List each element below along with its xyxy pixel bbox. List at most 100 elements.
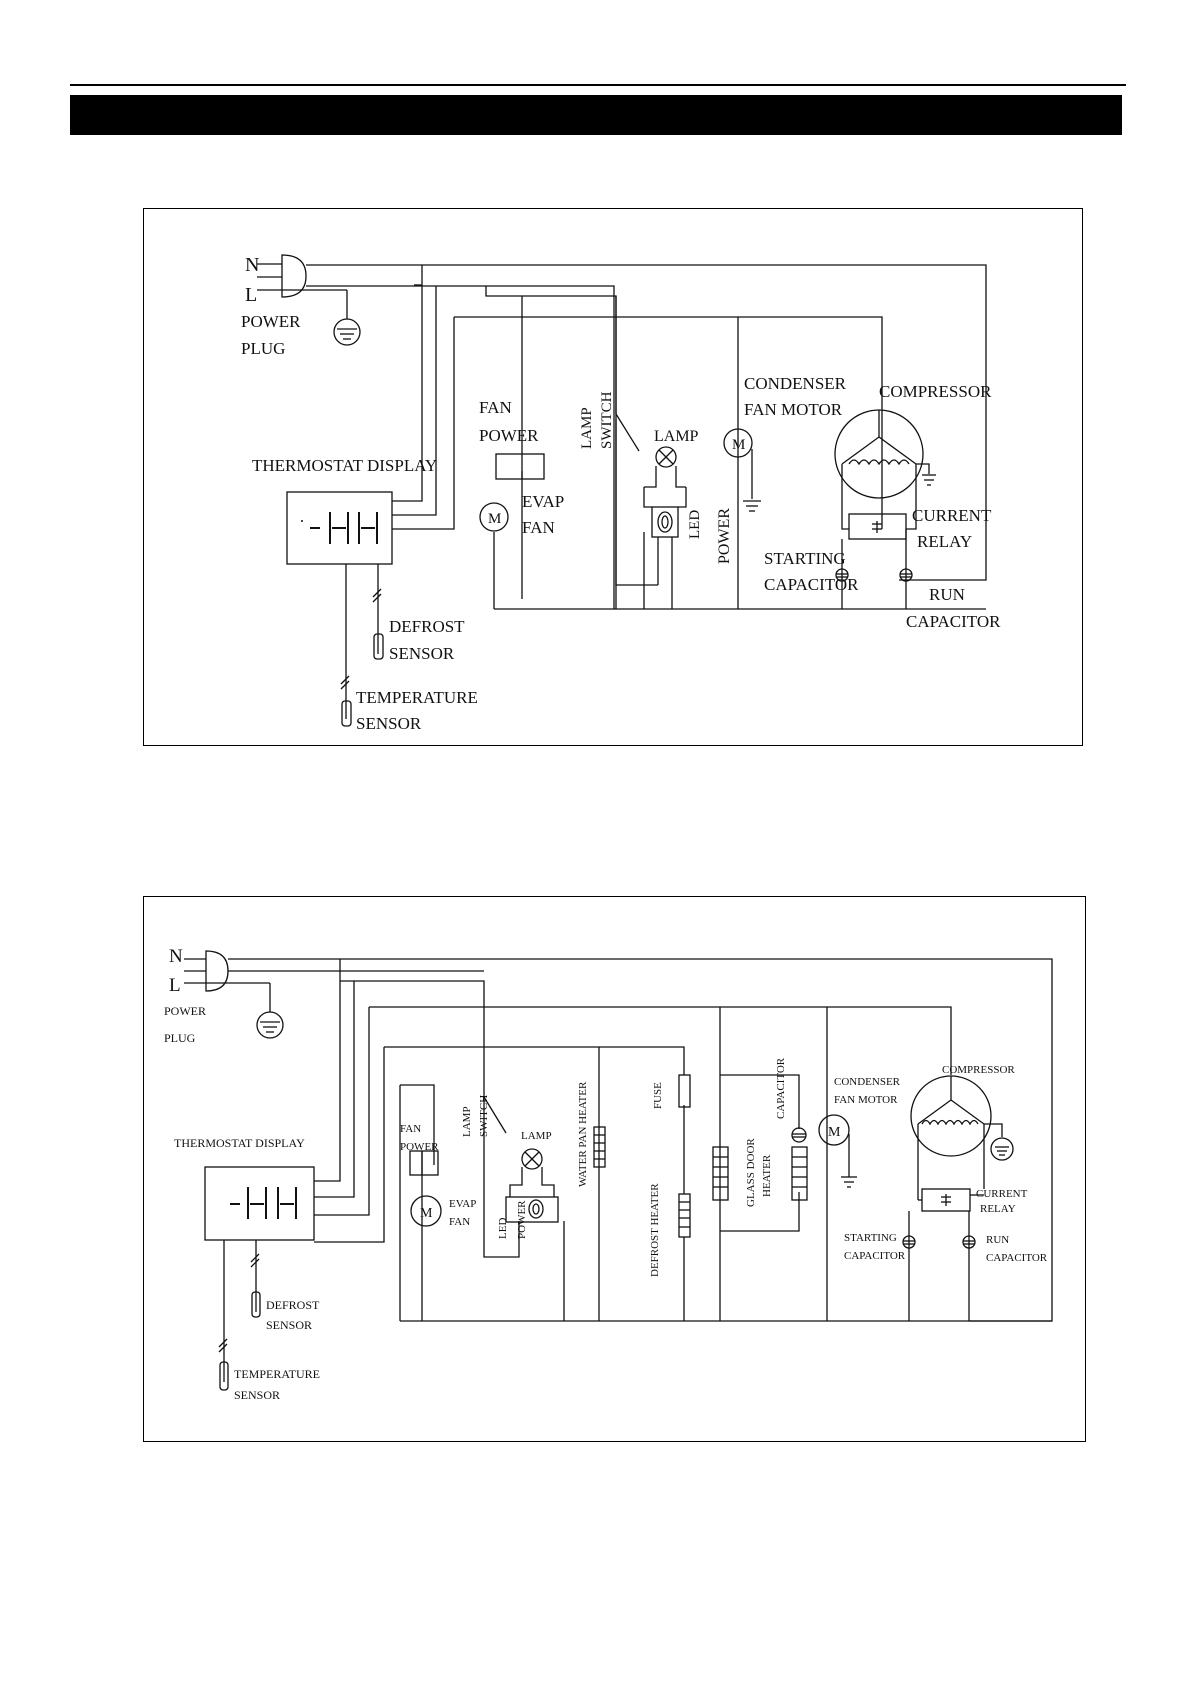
starting-capacitor-label-line1: STARTING	[844, 1232, 897, 1244]
wiring-diagram-1: N L POWER PLUG FAN POWER	[143, 208, 1083, 746]
power-plug-label-line2: PLUG	[241, 339, 285, 358]
current-relay-icon	[848, 513, 907, 540]
current-relay-label-line2: RELAY	[980, 1203, 1016, 1215]
ground-icon	[206, 982, 284, 1039]
condenser-fan-motor-label-line1: CONDENSER	[834, 1076, 901, 1088]
run-capacitor-icon	[962, 1211, 976, 1321]
wiring-diagram-1-canvas: N L POWER PLUG FAN POWER	[241, 254, 1001, 733]
led-power-label: POWER	[516, 1200, 528, 1239]
led-icon	[643, 487, 687, 609]
condenser-fan-motor-label-line2: FAN MOTOR	[744, 400, 843, 419]
temperature-sensor-label-line1: TEMPERATURE	[356, 688, 478, 707]
defrost-sensor-label-line1: DEFROST	[389, 617, 465, 636]
current-relay-label-line2: RELAY	[917, 532, 972, 551]
power-plug-icon	[257, 254, 307, 298]
defrost-sensor-icon	[372, 564, 384, 660]
main-wiring	[306, 264, 987, 610]
ground-icon	[282, 289, 361, 346]
starting-capacitor-label-line2: CAPACITOR	[764, 575, 859, 594]
defrost-sensor-label-line2: SENSOR	[266, 1318, 312, 1332]
main-wiring	[228, 958, 1053, 1322]
defrost-heater-icon	[678, 1193, 691, 1238]
compressor-label: COMPRESSOR	[942, 1064, 1015, 1076]
lamp-switch-label-line2: SWITCH	[478, 1095, 490, 1137]
plug-l-label: L	[169, 975, 181, 996]
fan-power-relay-icon	[495, 453, 545, 480]
led-label: LED	[497, 1218, 509, 1239]
lamp-switch-label-line1: LAMP	[461, 1106, 473, 1137]
condenser-fan-motor-icon	[818, 1114, 857, 1188]
evap-fan-motor-icon	[410, 1195, 442, 1227]
led-icon	[505, 1196, 559, 1223]
temperature-sensor-icon	[218, 1240, 229, 1391]
fan-power-label-line2: POWER	[400, 1141, 439, 1153]
fuse-label: FUSE	[652, 1082, 664, 1109]
glass-door-heater-icon	[712, 1074, 808, 1232]
evap-fan-label-line1: EVAP	[522, 492, 564, 511]
temperature-sensor-icon	[340, 564, 352, 727]
lamp-icon	[644, 446, 686, 488]
lamp-switch-label-line1: LAMP	[579, 407, 595, 449]
water-pan-heater-label: WATER PAN HEATER	[577, 1081, 589, 1187]
led-power-label: POWER	[716, 508, 733, 564]
temperature-sensor-label-line2: SENSOR	[356, 714, 422, 733]
defrost-sensor-label-line1: DEFROST	[266, 1298, 320, 1312]
condenser-fan-motor-label-line1: CONDENSER	[744, 374, 847, 393]
thermostat-display-icon	[204, 1166, 315, 1241]
capacitor-icon	[791, 1127, 807, 1143]
run-capacitor-label-line2: CAPACITOR	[906, 612, 1001, 631]
fan-power-relay-icon	[409, 1150, 439, 1176]
run-capacitor-label-line1: RUN	[986, 1234, 1009, 1246]
fan-power-label-line2: POWER	[479, 426, 539, 445]
run-capacitor-icon	[899, 529, 913, 609]
condenser-fan-motor-label-line2: FAN MOTOR	[834, 1094, 898, 1106]
starting-capacitor-label-line1: STARTING	[764, 549, 846, 568]
power-plug-label-line2: PLUG	[164, 1031, 196, 1045]
current-relay-label-line1: CURRENT	[912, 506, 992, 525]
thermostat-display-label: THERMOSTAT DISPLAY	[252, 456, 437, 475]
lamp-label: LAMP	[521, 1130, 552, 1142]
section-header-bar	[70, 95, 1122, 135]
lamp-switch-icon	[615, 413, 658, 586]
evap-fan-label-line1: EVAP	[449, 1198, 476, 1210]
thermostat-display-icon	[286, 491, 393, 565]
starting-capacitor-label-line2: CAPACITOR	[844, 1250, 906, 1262]
wiring-diagram-2-canvas: N L POWER PLUG THERMOSTAT DISPLAY	[164, 946, 1053, 1402]
lamp-label: LAMP	[654, 428, 699, 445]
fuse-icon	[678, 1074, 691, 1108]
evap-fan-motor-icon	[479, 502, 509, 532]
temperature-sensor-label-line1: TEMPERATURE	[234, 1367, 320, 1381]
glass-door-heater-label-line2: HEATER	[761, 1154, 773, 1197]
power-plug-label-line1: POWER	[164, 1004, 206, 1018]
glass-door-heater-label-line1: GLASS DOOR	[745, 1138, 757, 1207]
thermostat-display-label: THERMOSTAT DISPLAY	[174, 1136, 305, 1150]
compressor-icon	[834, 409, 936, 530]
wiring-diagram-2: N L POWER PLUG THERMOSTAT DISPLAY	[143, 896, 1086, 1442]
current-relay-icon	[918, 1188, 984, 1212]
lamp-icon	[509, 1148, 555, 1197]
capacitor-label: CAPACITOR	[775, 1057, 787, 1119]
condenser-fan-motor-symbol: M	[732, 437, 745, 453]
starting-capacitor-icon	[902, 1211, 916, 1321]
top-rule	[70, 84, 1126, 86]
plug-n-label: N	[245, 254, 259, 276]
power-plug-label-line1: POWER	[241, 312, 301, 331]
led-label: LED	[687, 510, 703, 539]
power-plug-icon	[184, 950, 229, 992]
fan-power-label-line1: FAN	[400, 1123, 421, 1135]
compressor-icon	[910, 1075, 1014, 1200]
condenser-fan-motor-symbol: M	[828, 1125, 841, 1140]
fan-power-label-line1: FAN	[479, 398, 512, 417]
water-pan-heater-icon	[593, 1126, 606, 1168]
evap-fan-motor-symbol: M	[420, 1206, 433, 1221]
current-relay-label-line1: CURRENT	[976, 1188, 1028, 1200]
run-capacitor-label-line2: CAPACITOR	[986, 1252, 1048, 1264]
compressor-label: COMPRESSOR	[879, 382, 992, 401]
plug-n-label: N	[169, 946, 183, 967]
plug-l-label: L	[245, 284, 257, 306]
defrost-heater-label: DEFROST HEATER	[649, 1183, 661, 1277]
lamp-switch-label-line2: SWITCH	[599, 391, 615, 449]
defrost-sensor-label-line2: SENSOR	[389, 644, 455, 663]
evap-fan-motor-symbol: M	[488, 511, 501, 527]
evap-fan-label-line2: FAN	[522, 518, 555, 537]
